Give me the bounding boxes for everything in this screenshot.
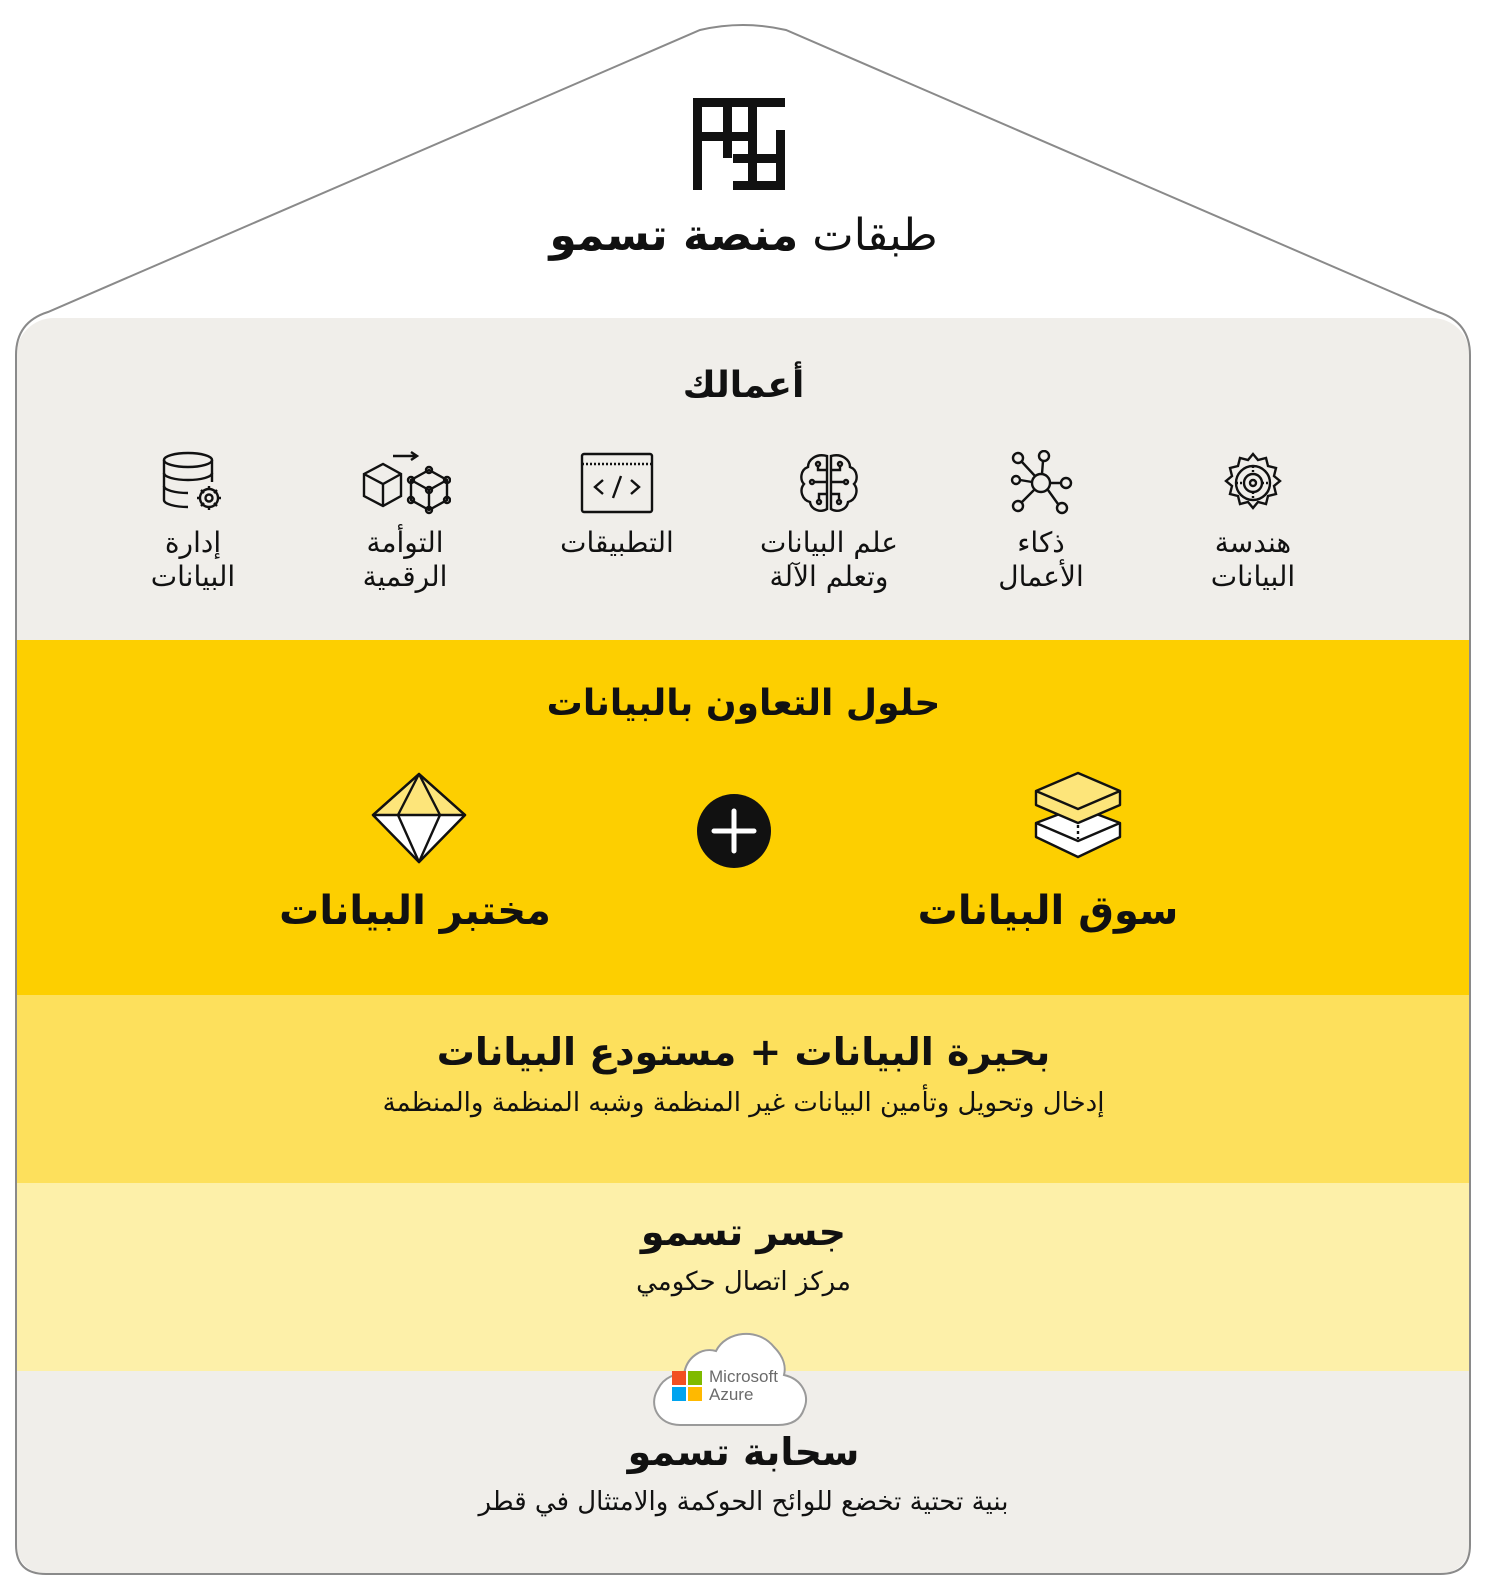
business-item-line2: الأعمال	[998, 560, 1084, 593]
business-item-line2: البيانات	[150, 560, 236, 593]
azure-line2: Azure	[709, 1385, 754, 1404]
business-item-line1: التوأمة	[366, 526, 444, 559]
business-item-line1: علم البيانات	[760, 526, 898, 559]
title-bold: منصة تسمو	[549, 210, 799, 261]
business-item-data-management: إدارة البيانات	[93, 450, 293, 594]
diamond-icon	[371, 772, 467, 864]
azure-badge: Microsoft Azure	[650, 1325, 810, 1435]
azure-line1: Microsoft	[709, 1367, 778, 1386]
business-item-line2: البيانات	[1210, 560, 1296, 593]
business-item-line1: ذكاء	[1017, 526, 1065, 559]
bridge-subtitle: مركز اتصال حكومي	[636, 1267, 851, 1297]
microsoft-logo-icon	[672, 1371, 702, 1401]
data-lab-label: مختبر البيانات	[279, 888, 551, 934]
cloud-shape-icon	[653, 1332, 807, 1426]
collaboration-heading: حلول التعاون بالبيانات	[546, 683, 941, 724]
business-item-line1: إدارة	[164, 526, 222, 559]
plus-circle-icon	[697, 794, 771, 868]
stacked-layers-icon	[1034, 771, 1122, 859]
title-regular: طبقات	[812, 210, 938, 261]
data-lake-layer	[16, 995, 1470, 1183]
code-window-icon	[580, 452, 654, 514]
business-item-data-science-ml: علم البيانات وتعلم الآلة	[729, 450, 929, 594]
data-lake-heading: بحيرة البيانات + مستودع البيانات	[436, 1030, 1051, 1074]
business-heading: أعمالك	[682, 365, 805, 406]
business-item-line1: التطبيقات	[560, 526, 674, 559]
marketplace-label: سوق البيانات	[917, 888, 1179, 934]
gear-icon	[1224, 452, 1282, 510]
page-title: طبقات منصة تسمو	[0, 210, 1487, 261]
cloud-subtitle: بنية تحتية تخضع للوائح الحوكمة والامتثال…	[478, 1487, 1009, 1517]
brain-circuit-icon	[800, 454, 858, 512]
business-item-data-engineering: هندسة البيانات	[1153, 450, 1353, 594]
business-item-business-intelligence: ذكاء الأعمال	[941, 450, 1141, 594]
network-nodes-icon	[1010, 450, 1073, 515]
database-gear-icon	[162, 451, 221, 510]
business-item-line2: الرقمية	[362, 560, 448, 593]
business-item-line1: هندسة	[1214, 526, 1292, 559]
digital-twin-cube-icon	[362, 451, 451, 515]
business-item-applications: التطبيقات	[517, 450, 717, 560]
data-lake-subtitle: إدخال وتحويل وتأمين البيانات غير المنظمة…	[382, 1088, 1105, 1118]
cloud-heading: سحابة تسمو	[627, 1430, 860, 1474]
bridge-heading: جسر تسمو	[640, 1210, 847, 1254]
business-item-digital-twin: التوأمة الرقمية	[305, 450, 505, 594]
business-item-line2: وتعلم الآلة	[769, 560, 889, 593]
tasmu-grid-logo-icon	[693, 98, 785, 190]
